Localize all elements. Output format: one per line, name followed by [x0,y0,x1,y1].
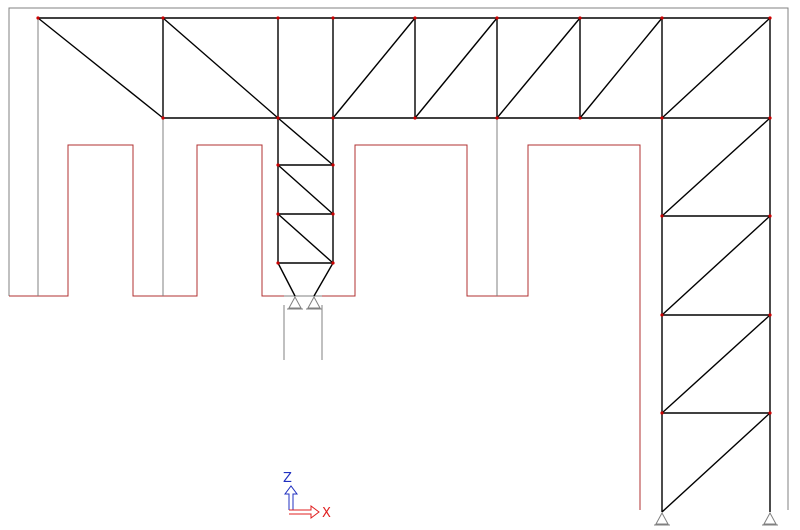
pin-support-icon[interactable] [306,295,322,310]
node[interactable] [161,116,165,120]
node[interactable] [276,163,280,167]
node[interactable] [413,116,417,120]
node[interactable] [331,163,335,167]
node[interactable] [276,16,280,20]
column-taper-right [313,262,334,297]
truss-diagonal-3 [414,17,498,119]
node[interactable] [768,214,772,218]
right-tower-truss [661,18,771,513]
node[interactable] [331,261,335,265]
tower-diagonal-2 [661,215,771,316]
node[interactable] [768,313,772,317]
outline-bottom-red [9,144,641,510]
building-outline [8,7,789,510]
node[interactable] [660,411,664,415]
x-axis-arrow-icon [289,505,320,519]
outline-left-wall [8,7,789,510]
node[interactable] [768,116,772,120]
node[interactable] [578,116,582,120]
pin-support-icon[interactable] [287,295,303,310]
pin-support-icon[interactable] [762,511,778,526]
node[interactable] [276,261,280,265]
column-diagonal-1 [277,117,334,166]
node[interactable] [495,16,499,20]
node[interactable] [660,313,664,317]
truss-diagonal-0 [37,17,164,119]
pin-support-icon[interactable] [654,511,670,526]
node[interactable] [768,16,772,20]
x-axis-label: X [322,506,331,521]
node[interactable] [331,212,335,216]
column-taper-left [277,262,296,297]
truss-diagonal-4 [496,17,581,119]
top-truss [37,17,771,119]
z-axis-arrow-icon [284,485,298,510]
column-diagonal-3 [277,213,334,264]
truss-diagonal-1 [162,17,279,119]
node[interactable] [413,16,417,20]
tower-diagonal-3 [661,314,771,414]
truss-diagonal-5 [579,17,663,119]
center-column-truss [277,117,334,297]
axis-triad: Z X [283,471,331,521]
truss-nodes[interactable] [36,16,772,415]
node[interactable] [36,16,40,20]
supports[interactable] [287,295,778,526]
node[interactable] [578,16,582,20]
tower-diagonal-1 [661,117,771,217]
node[interactable] [161,16,165,20]
truss-diagonal-6 [661,17,771,119]
node[interactable] [331,116,335,120]
node[interactable] [331,16,335,20]
node[interactable] [768,411,772,415]
node[interactable] [276,116,280,120]
node[interactable] [660,214,664,218]
tower-diagonal-4 [661,412,771,513]
column-diagonal-2 [277,164,334,215]
z-axis-label: Z [283,471,292,486]
node[interactable] [660,116,664,120]
node[interactable] [660,16,664,20]
node[interactable] [495,116,499,120]
node[interactable] [276,212,280,216]
truss-diagonal-2 [332,17,416,119]
